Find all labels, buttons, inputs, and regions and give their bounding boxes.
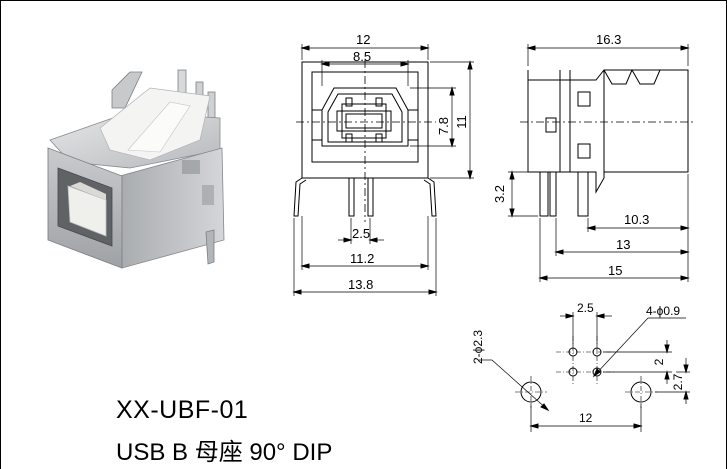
- dim-side-length: 16.3: [596, 32, 621, 47]
- dim-front-height: 11: [454, 115, 469, 129]
- port-tongue: [67, 185, 107, 237]
- dim-footprint-pitch-y: 2: [652, 358, 666, 365]
- side-view: [508, 44, 696, 282]
- frame-left-line: [0, 0, 1, 469]
- dim-front-width: 12: [356, 32, 370, 47]
- dim-footprint-offset-y: 2.7: [671, 373, 685, 390]
- product-description: USB B 母座 90° DIP: [116, 439, 333, 466]
- dim-side-13: 13: [616, 237, 630, 252]
- dim-footprint-small-hole: 4-ϕ0.9: [646, 304, 680, 318]
- dim-base-width: 13.8: [348, 277, 373, 292]
- dim-pin-pitch: 2.5: [352, 226, 370, 241]
- dim-footprint-pitch-x: 2.5: [577, 301, 594, 315]
- footprint-view: [478, 312, 690, 432]
- dim-side-15: 15: [608, 263, 622, 278]
- dim-front-inner-width: 8.5: [353, 49, 371, 64]
- dim-footprint-large-hole: 2-ϕ2.3: [471, 330, 485, 364]
- frame-top-line: [0, 0, 727, 1]
- dim-front-inner-height: 7.8: [436, 117, 451, 135]
- dim-pin-height: 3.2: [492, 185, 507, 203]
- dim-footprint-mount-span: 12: [579, 411, 593, 425]
- front-view: [292, 44, 474, 296]
- dim-side-10-3: 10.3: [624, 212, 649, 227]
- model-number: XX-UBF-01: [116, 396, 249, 424]
- dim-leg-span: 11.2: [350, 251, 374, 266]
